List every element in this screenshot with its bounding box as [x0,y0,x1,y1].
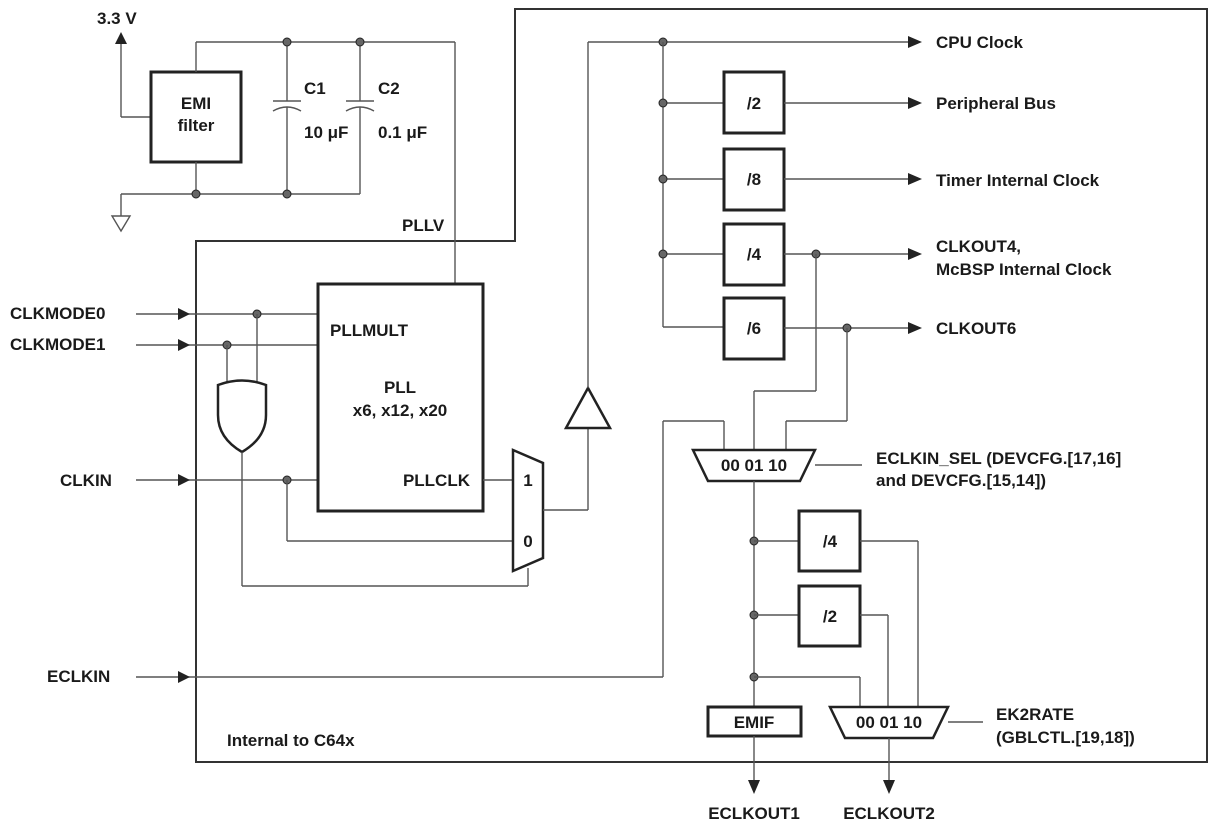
pll-block [316,282,485,513]
mux-input-1-label: 1 [523,471,532,490]
eclkin-sel-mux-label: 00 01 10 [721,456,787,475]
ek2rate-label-2: (GBLCTL.[19,18]) [996,728,1135,747]
emi-filter-label-2: filter [178,116,215,135]
timer-internal-clock-label: Timer Internal Clock [936,171,1100,190]
pll-multipliers: x6, x12, x20 [353,401,448,420]
div8-timer-label: /8 [747,170,761,189]
eclkin-label: ECLKIN [47,667,110,686]
div4-emif-box [797,509,862,573]
ground-icon [110,215,132,233]
eclkin-sel-label-2: and DEVCFG.[15,14]) [876,471,1046,490]
ek2rate-label-1: EK2RATE [996,705,1074,724]
eclkout1-label: ECLKOUT1 [708,804,800,823]
peripheral-bus-label: Peripheral Bus [936,94,1056,113]
emif-box [706,705,803,738]
div6-clkout6-label: /6 [747,319,761,338]
supply-voltage-label: 3.3 V [97,9,137,28]
emi-filter-label-1: EMI [181,94,211,113]
pll-pllclk-label: PLLCLK [403,471,471,490]
clkin-label: CLKIN [60,471,112,490]
emi-filter-box [149,70,243,164]
pll-title: PLL [384,378,416,397]
div2-emif-label: /2 [823,607,837,626]
clkout6-label: CLKOUT6 [936,319,1016,338]
div2-emif-box [797,584,862,648]
pll-pllmult-label: PLLMULT [330,321,409,340]
mux-input-0-label: 0 [523,532,532,551]
c2-value: 0.1 μF [378,123,427,142]
div4-clkout4-label: /4 [747,245,762,264]
eclkout2-label: ECLKOUT2 [843,804,935,823]
device-boundary [195,8,1208,763]
c1-name: C1 [304,79,326,98]
div2-peripheral-label: /2 [747,94,761,113]
internal-to-c64x-label: Internal to C64x [227,731,355,750]
eclkin-sel-label-1: ECLKIN_SEL (DEVCFG.[17,16] [876,449,1121,468]
clkmode0-label: CLKMODE0 [10,304,105,323]
ek2rate-mux [828,705,950,740]
clkout4-label-1: CLKOUT4, [936,237,1021,256]
cpu-clock-label: CPU Clock [936,33,1023,52]
ek2rate-mux-label: 00 01 10 [856,713,922,732]
emif-label: EMIF [734,713,775,732]
div6-clkout6-box [722,296,786,361]
div8-timer-box [722,147,786,212]
c2-name: C2 [378,79,400,98]
pll-output-mux [511,448,545,573]
clkmode1-label: CLKMODE1 [10,335,105,354]
pllv-label: PLLV [402,216,445,235]
div4-clkout4-box [722,222,786,287]
c1-value: 10 μF [304,123,348,142]
div4-emif-label: /4 [823,532,838,551]
eclkin-sel-mux [691,448,817,483]
or-gate [216,379,268,454]
clock-buffer [563,385,613,430]
clkout4-label-2: McBSP Internal Clock [936,260,1112,279]
supply-arrow-icon [115,32,127,44]
